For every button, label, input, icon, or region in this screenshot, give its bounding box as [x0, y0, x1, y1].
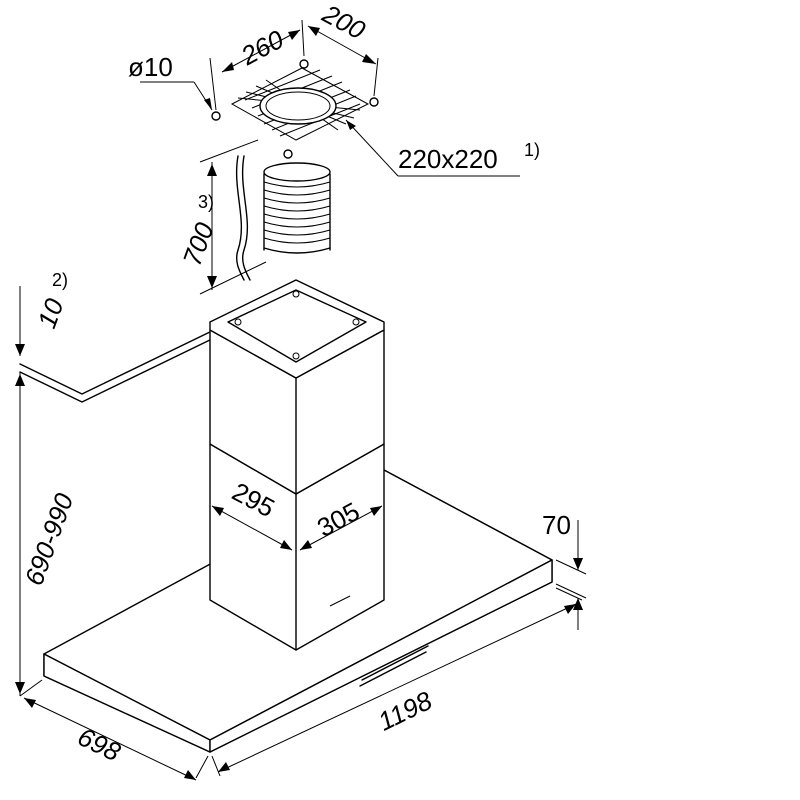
dimension-thickness: 70: [542, 510, 587, 630]
mounting-hole-left: [211, 111, 221, 121]
cutout-label: 220x220: [398, 144, 498, 174]
ceiling-line: [19, 329, 215, 403]
mounting-hole-right: [369, 97, 379, 107]
duct-opening: [259, 87, 337, 125]
flexible-duct: [263, 162, 331, 254]
chimney: [209, 279, 385, 651]
ceiling-gap-label: 10: [31, 294, 69, 332]
cutout-footnote: 1): [524, 140, 540, 160]
duct-footnote: 3): [198, 192, 214, 212]
dimension-duct-height: 700 3): [177, 139, 267, 295]
depth-label: 698: [73, 721, 126, 767]
ceiling-gap-footnote: 2): [52, 270, 68, 290]
brand-mark: [329, 595, 351, 607]
dimension-hole-diameter: ø10: [128, 52, 213, 111]
dimension-ceiling-gap: 10 2): [15, 270, 70, 356]
thickness-label: 70: [542, 510, 571, 540]
mounting-hole-top: [299, 59, 309, 69]
power-cable: [235, 155, 251, 281]
hole-diameter-label: ø10: [128, 52, 173, 82]
width-label: 1198: [373, 685, 437, 737]
ceiling-mounting-plate: [211, 59, 379, 159]
mounting-hole-bottom: [283, 149, 293, 159]
duct-height-label: 700: [177, 218, 220, 270]
dimension-cutout: 220x220 1): [345, 119, 540, 177]
height-range-label: 690-990: [19, 489, 80, 589]
dimension-200-label: 200: [317, 0, 371, 46]
control-strip: [359, 651, 427, 687]
dimension-260-label: 260: [235, 24, 289, 72]
